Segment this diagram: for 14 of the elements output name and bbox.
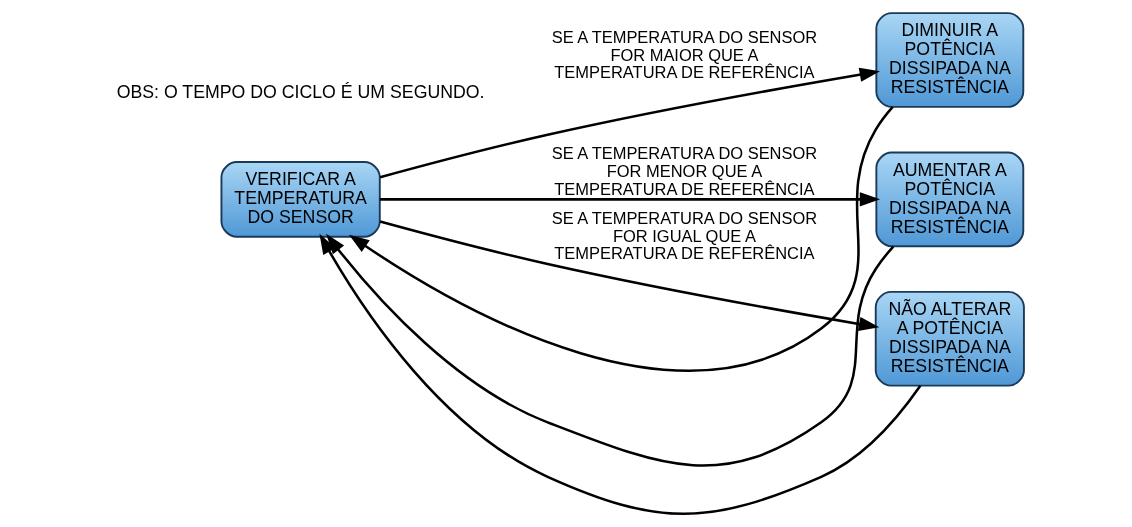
arrow [319, 233, 922, 515]
node-box: VERIFICAR A TEMPERATURA DO SENSOR [220, 161, 381, 238]
edge-label: SE A TEMPERATURA DO SENSOR FOR MAIOR QUE A TEMPERATURA DE REFERÊNCIA [551, 27, 818, 82]
arrow [379, 220, 880, 331]
edge-label: SE A TEMPERATURA DO SENSOR FOR MENOR QUE A TEMPERATURA DE REFERÊNCIA [551, 144, 818, 198]
node-box: AUMENTAR A POTÊNCIA DISSIPADA NA RESISTÊNCIA [875, 151, 1025, 248]
node-box: DIMINUIR A POTÊNCIA DISSIPADA NA RESISTÊNCIA [875, 12, 1025, 108]
node-box: NÃO ALTERAR A POTÊNCIA DISSIPADA NA RESISTÊNCIA [874, 290, 1025, 387]
arrow [326, 233, 895, 467]
arrow [379, 192, 881, 207]
label: OBS: O TEMPO DO CICLO É UM SEGUNDO. [116, 81, 485, 102]
arrow [379, 67, 880, 179]
edge-label: SE A TEMPERATURA DO SENSOR FOR IGUAL QUE A TEMPERATURA DE REFERÊNCIA [551, 208, 818, 263]
arrow [349, 106, 894, 372]
